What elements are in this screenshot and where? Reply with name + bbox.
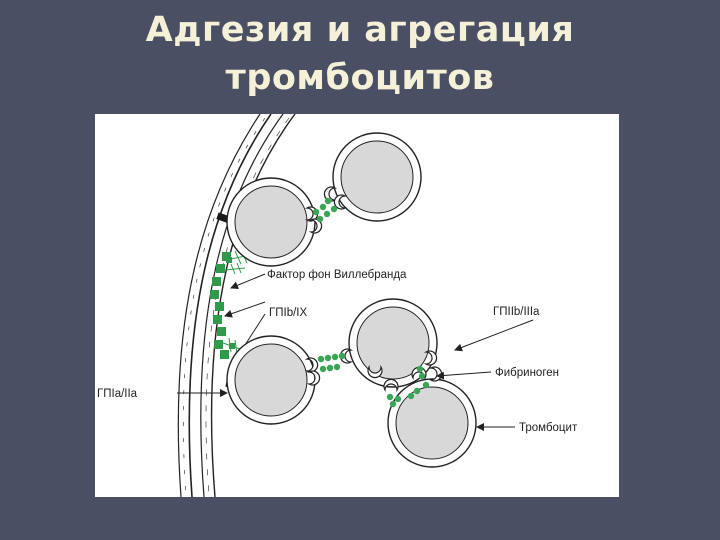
title-line-2: тромбоцитов (225, 58, 495, 98)
platelet-adhered-lower (226, 335, 316, 425)
platelet-adhered-upper (226, 177, 316, 267)
label-gp1b: ГПIb/IX (269, 307, 307, 319)
platelet-right-middle (348, 298, 438, 388)
leader-lines (177, 273, 534, 431)
platelet-top (332, 132, 422, 222)
label-vwf: Фактор фон Виллебранда (267, 269, 407, 281)
label-platelet: Тромбоцит (519, 422, 578, 434)
label-fibrinogen: Фибриноген (495, 367, 559, 379)
receptor-cups (304, 186, 443, 393)
vessel-wall (177, 114, 296, 497)
label-gp1a2a: ГПIa/IIa (97, 388, 138, 400)
label-gp2b3a: ГПIIb/IIIa (493, 306, 540, 318)
diagram-panel: Фактор фон Виллебранда ГПIb/IX ГПIIb/III… (95, 114, 619, 497)
platelet-bottom (387, 378, 477, 468)
slide-title: Адгезия и агрегация тромбоцитов (60, 6, 660, 102)
vwf-chain (210, 252, 235, 359)
platelet-adhesion-diagram: Фактор фон Виллебранда ГПIb/IX ГПIIb/III… (97, 114, 578, 497)
fibrinogen-bridges (312, 197, 430, 408)
title-line-1: Адгезия и агрегация (145, 10, 575, 50)
